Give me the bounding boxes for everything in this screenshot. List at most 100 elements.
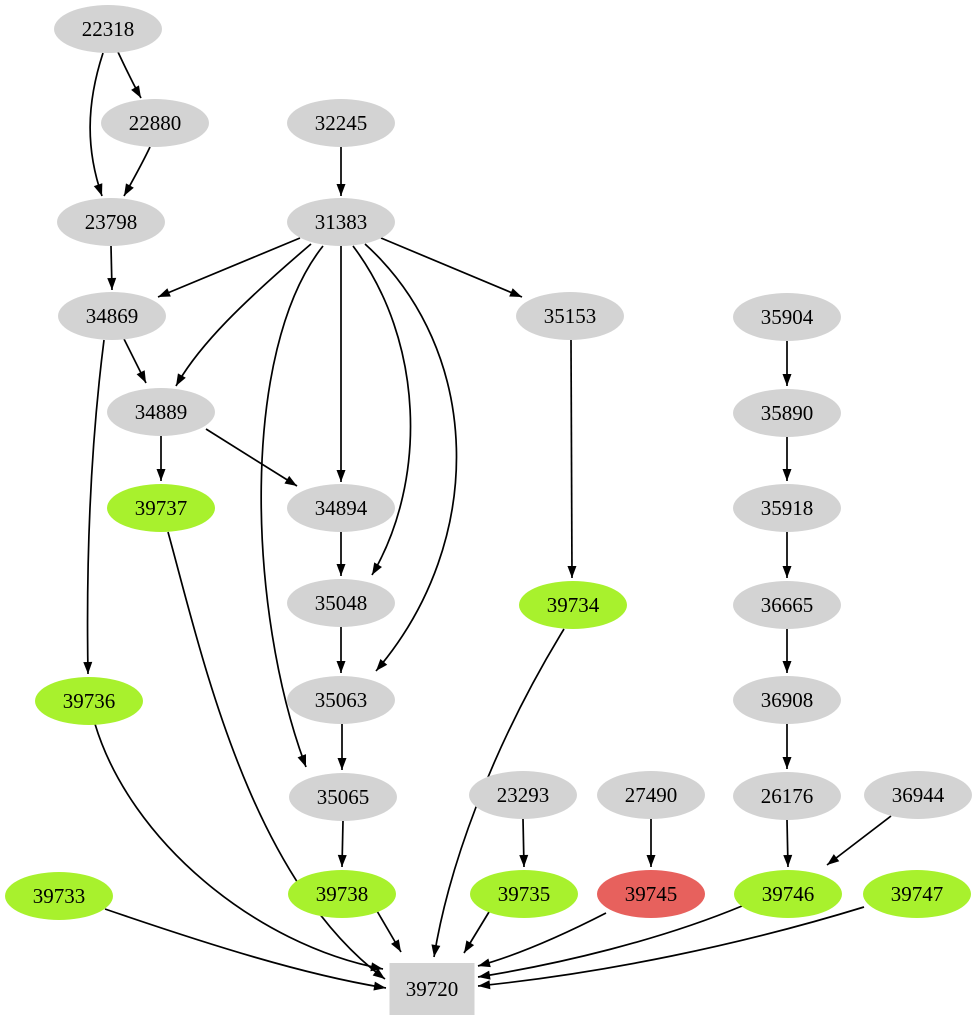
node-39745-label: 39745 — [625, 882, 678, 906]
edge-34869-34889 — [123, 338, 147, 384]
node-35048-shape — [287, 579, 395, 627]
node-35153: 35153 — [516, 292, 624, 340]
node-35065: 35065 — [289, 773, 397, 821]
edge-22880-23798 — [123, 146, 151, 197]
edge-39733-39720 — [104, 908, 387, 991]
edge-23798-34869 — [107, 245, 117, 291]
node-23798: 23798 — [57, 198, 165, 246]
node-39735: 39735 — [470, 870, 578, 918]
node-39734-label: 39734 — [547, 593, 600, 617]
node-36908-shape — [733, 676, 841, 724]
node-35153-shape — [516, 292, 624, 340]
edge-39747-39720 — [477, 906, 865, 990]
node-39734-shape — [519, 581, 627, 629]
node-32245-label: 32245 — [315, 111, 368, 135]
node-39736: 39736 — [35, 677, 143, 725]
node-36665: 36665 — [733, 581, 841, 629]
node-32245-shape — [287, 99, 395, 147]
node-35904-label: 35904 — [761, 305, 814, 329]
node-39735-shape — [470, 870, 578, 918]
node-27490-shape — [597, 771, 705, 819]
node-34889-label: 34889 — [135, 400, 188, 424]
node-35890: 35890 — [733, 389, 841, 437]
node-31383-label: 31383 — [315, 210, 368, 234]
node-34889-shape — [107, 388, 215, 436]
node-36665-shape — [733, 581, 841, 629]
node-27490-label: 27490 — [625, 783, 678, 807]
node-34869: 34869 — [58, 292, 166, 340]
node-35918-shape — [733, 484, 841, 532]
node-35918-label: 35918 — [761, 496, 814, 520]
node-39737-label: 39737 — [135, 496, 188, 520]
node-22318-label: 22318 — [82, 17, 135, 41]
edge-31383-34869 — [157, 237, 301, 298]
node-22880: 22880 — [101, 99, 209, 147]
node-23798-label: 23798 — [85, 210, 138, 234]
node-39736-shape — [35, 677, 143, 725]
node-36908: 36908 — [733, 676, 841, 724]
node-39720: 39720 — [389, 963, 475, 1015]
node-22880-label: 22880 — [129, 111, 182, 135]
edge-31383-35153 — [380, 237, 523, 298]
edge-34889-34894 — [205, 428, 298, 487]
edge-35065-39738 — [337, 820, 347, 868]
node-34869-shape — [58, 292, 166, 340]
node-39737: 39737 — [107, 484, 215, 532]
node-23293-shape — [469, 771, 577, 819]
node-39733-shape — [5, 872, 113, 920]
node-39747: 39747 — [863, 870, 971, 918]
edge-39737-39720 — [167, 531, 386, 980]
node-36944-label: 36944 — [892, 783, 945, 807]
node-31383: 31383 — [287, 198, 395, 246]
node-35063-label: 35063 — [315, 688, 368, 712]
node-34894-label: 34894 — [315, 496, 368, 520]
node-39720-shape — [389, 963, 475, 1015]
node-22318-shape — [54, 5, 162, 53]
node-26176-shape — [733, 772, 841, 820]
node-39746-label: 39746 — [762, 882, 815, 906]
node-39746: 39746 — [734, 870, 842, 918]
node-32245: 32245 — [287, 99, 395, 147]
edge-35153-39734 — [567, 339, 577, 579]
node-35918: 35918 — [733, 484, 841, 532]
node-39733-label: 39733 — [33, 884, 86, 908]
node-39720-label: 39720 — [406, 977, 459, 1001]
edge-39736-39720 — [94, 723, 384, 972]
node-35890-shape — [733, 389, 841, 437]
edge-39745-39720 — [477, 912, 607, 968]
node-23798-shape — [57, 198, 165, 246]
node-39736-label: 39736 — [63, 689, 116, 713]
node-26176-label: 26176 — [761, 784, 814, 808]
node-39733: 39733 — [5, 872, 113, 920]
edge-39735-39720 — [463, 911, 490, 954]
node-36944-shape — [864, 771, 972, 819]
node-39734: 39734 — [519, 581, 627, 629]
node-36908-label: 36908 — [761, 688, 814, 712]
node-22318: 22318 — [54, 5, 162, 53]
edge-31383-34889 — [175, 243, 312, 387]
node-35904: 35904 — [733, 293, 841, 341]
edge-39738-39720 — [376, 910, 402, 953]
edge-31383-35048 — [352, 245, 412, 576]
edge-31383-35065 — [260, 245, 324, 768]
node-26176: 26176 — [733, 772, 841, 820]
edge-31383-35063 — [364, 243, 458, 672]
node-39738-shape — [288, 870, 396, 918]
node-23293-label: 23293 — [497, 783, 550, 807]
node-35063: 35063 — [287, 676, 395, 724]
node-39735-label: 39735 — [498, 882, 551, 906]
edge-22318-23798 — [89, 52, 104, 197]
node-34869-label: 34869 — [86, 304, 139, 328]
node-39745-shape — [597, 870, 705, 918]
node-35904-shape — [733, 293, 841, 341]
node-39747-label: 39747 — [891, 882, 944, 906]
node-35063-shape — [287, 676, 395, 724]
node-36665-label: 36665 — [761, 593, 814, 617]
node-35890-label: 35890 — [761, 401, 814, 425]
node-35065-shape — [289, 773, 397, 821]
node-34894: 34894 — [287, 484, 395, 532]
node-35153-label: 35153 — [544, 304, 597, 328]
node-39747-shape — [863, 870, 971, 918]
